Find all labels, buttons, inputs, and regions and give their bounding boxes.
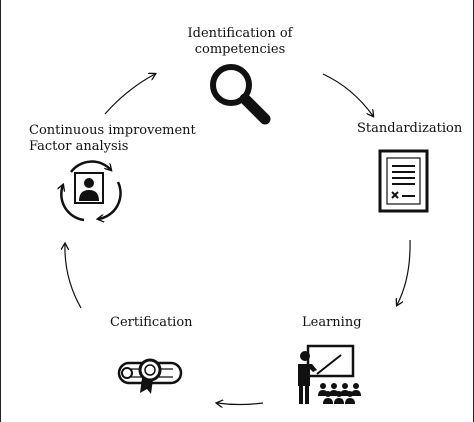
arrow-improvement-to-identification: [104, 74, 155, 115]
magnifier-icon: [210, 64, 271, 125]
diploma-icon: [117, 358, 183, 394]
arrow-identification-to-standardization: [322, 73, 373, 116]
node-improvement-label: Continuous improvement Factor analysis: [29, 123, 196, 155]
cycle-person-icon: [61, 160, 122, 220]
node-identification-label: Identification of competencies: [177, 26, 303, 58]
arrow-certification-to-improvement: [65, 244, 82, 309]
identification-label-line1: Identification of: [187, 26, 293, 41]
document-icon: [378, 149, 429, 213]
node-standardization-label: Standardization: [357, 121, 463, 136]
arrow-standardization-to-learning: [397, 239, 411, 305]
node-learning-label: Learning: [302, 315, 362, 330]
teacher-board-icon: [298, 344, 361, 404]
arrow-learning-to-certification: [217, 403, 264, 405]
identification-label-line2: competencies: [194, 42, 286, 57]
improvement-label-line2: Factor analysis: [29, 139, 129, 154]
improvement-label-line1: Continuous improvement: [29, 123, 196, 138]
node-certification-label: Certification: [110, 315, 193, 330]
